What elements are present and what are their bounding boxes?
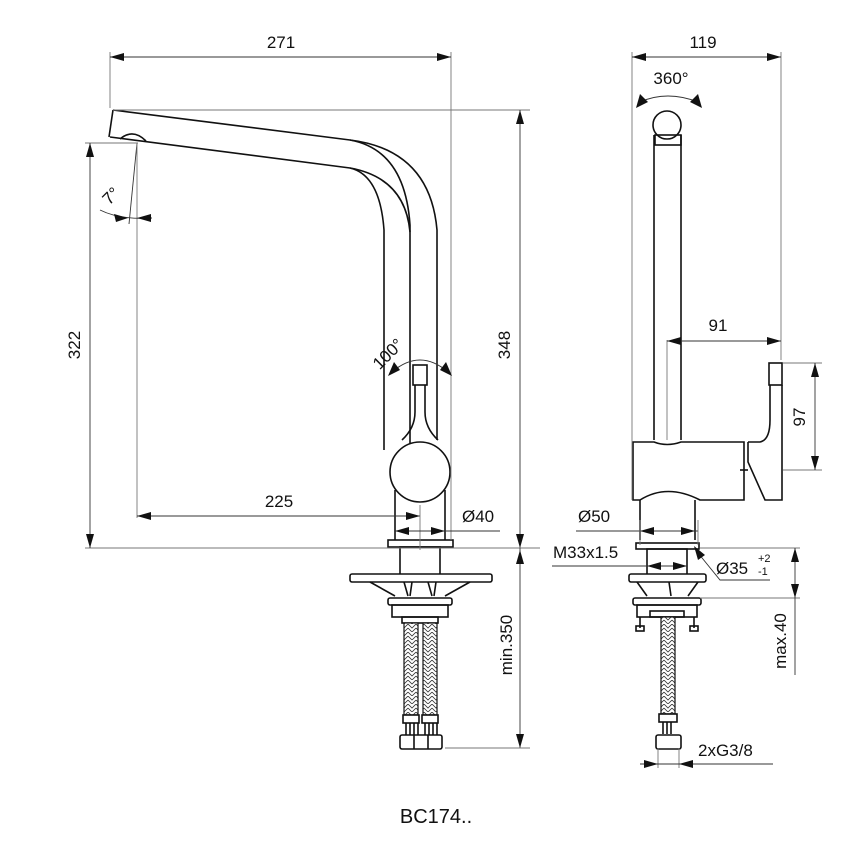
side-base: [628, 542, 707, 632]
dimension-base-diameter: Ø50: [576, 507, 699, 545]
dim-360deg-label: 360°: [653, 69, 688, 88]
dim-g38-label: 2xG3/8: [698, 741, 753, 760]
body: [394, 490, 446, 540]
dimension-total-width: 119: [631, 33, 782, 500]
dim-d35-label: Ø35: [716, 559, 748, 578]
dimension-lever-height: 97: [783, 362, 822, 471]
model-label: BC174..: [400, 806, 472, 828]
dimension-hole-diameter: Ø35 +2 -1: [693, 546, 771, 581]
dim-min350-label: min.350: [497, 615, 516, 675]
spout-column: [652, 110, 682, 440]
lever: [389, 364, 451, 503]
dim-d40-label: Ø40: [462, 507, 494, 526]
dimension-max-deck: max.40: [700, 547, 800, 675]
dim-271-label: 271: [267, 33, 295, 52]
dimension-spout-tilt: 7°: [99, 142, 153, 518]
dim-d35-tol-upper: +2: [758, 553, 771, 565]
dimension-thread: M33x1.5: [552, 543, 687, 570]
dim-91-label: 91: [709, 316, 728, 335]
base-flange: [387, 539, 454, 548]
dimension-lever-offset: 91: [667, 316, 781, 345]
front-view: 271 348 322 7°: [65, 33, 540, 750]
dim-119-label: 119: [689, 33, 716, 52]
dim-97-label: 97: [790, 408, 809, 427]
dim-d50-label: Ø50: [578, 507, 610, 526]
dim-7deg-label: 7°: [99, 184, 124, 209]
dimension-body-diameter: Ø40: [395, 507, 500, 535]
dim-225-label: 225: [265, 492, 293, 511]
side-view: 119 360° 91 97: [552, 33, 822, 768]
dimension-connection-thread: 2xG3/8: [640, 741, 773, 768]
mounting-plate: [349, 573, 493, 624]
mounting-shank: [399, 546, 441, 576]
dim-322-label: 322: [65, 331, 84, 359]
dim-m33-label: M33x1.5: [553, 543, 618, 562]
dim-max40-label: max.40: [771, 613, 790, 669]
dim-348-label: 348: [495, 331, 514, 359]
spout-outline: [108, 109, 438, 450]
dimension-min-connection: min.350: [445, 548, 530, 749]
dimension-spout-reach: 225: [137, 492, 421, 550]
side-body: [632, 362, 783, 540]
dimension-total-height: 348: [113, 109, 530, 548]
dim-d35-tol-lower: -1: [758, 566, 768, 578]
dimension-outlet-height: 322: [65, 142, 540, 549]
connection-hoses: [399, 622, 443, 750]
dimension-spout-rotation: 360°: [636, 69, 702, 108]
dim-100deg-label: 100°: [369, 335, 407, 373]
dimension-total-reach: 271: [109, 33, 452, 540]
side-hose: [655, 616, 682, 750]
